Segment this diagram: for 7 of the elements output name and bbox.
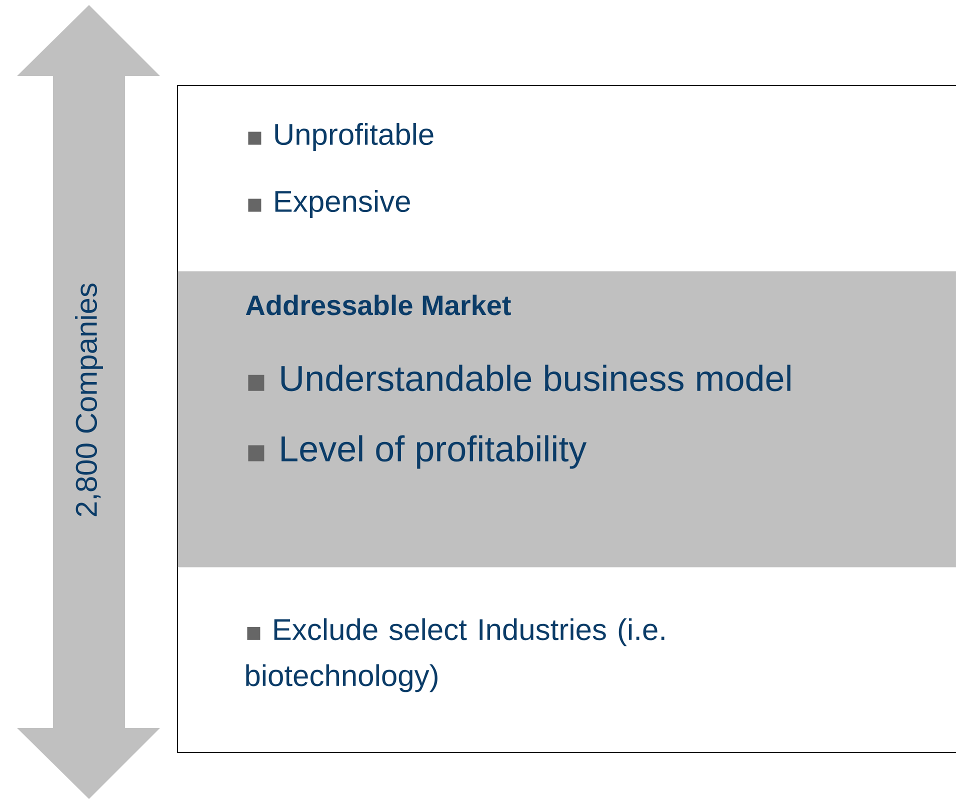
bullet-item: Expensive (248, 190, 410, 218)
bullet-item: Unprofitable (248, 123, 434, 151)
band-heading: Addressable Market (246, 294, 511, 316)
bullet-item: Understandable business model (248, 364, 790, 392)
arrow-label: 2,800 Companies (75, 284, 103, 516)
bullet-item: Exclude select Industries (i.e. biotechnology) (246, 618, 664, 692)
bullet-item: Level of profitability (248, 435, 587, 469)
